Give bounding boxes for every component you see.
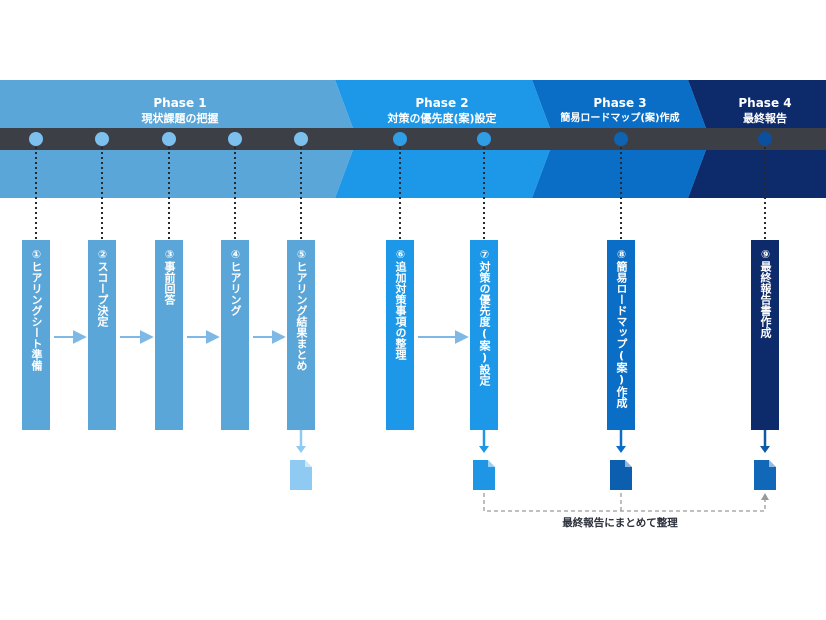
step-1-label: ①ヒアリングシート準備 [30, 248, 43, 371]
dashed-arrowhead [761, 493, 769, 500]
doc-3-arrow-head [616, 446, 626, 453]
step-9-label: ⑨最終報告書作成 [759, 248, 772, 338]
doc-1-fold [305, 460, 312, 467]
step-2-box [88, 240, 116, 430]
phase-4-title: Phase 4 最終報告 [710, 96, 820, 126]
timeline-bar [0, 128, 826, 150]
doc-2-icon [473, 460, 495, 490]
step-1-dot [29, 132, 43, 146]
step-9: ⑨最終報告書作成 [751, 240, 779, 430]
step-6-dot [393, 132, 407, 146]
step-6: ⑥追加対策事項の整理 [386, 240, 414, 430]
step-7-box [470, 240, 498, 430]
step-6-box [386, 240, 414, 430]
step-9-box [751, 240, 779, 430]
step-3: ③事前回答 [155, 240, 183, 430]
step-3-dot [162, 132, 176, 146]
doc-4-fold [769, 460, 776, 467]
doc-3-fold [625, 460, 632, 467]
step-4-label: ④ヒアリング [229, 248, 242, 316]
step-5: ⑤ヒアリング結果まとめ [287, 240, 315, 430]
step-8-label: ⑧簡易ロードマップ(案)作成 [615, 248, 628, 408]
step-1-box [22, 240, 50, 430]
step-4-box [221, 240, 249, 430]
deliverables-note: 最終報告にまとめて整理 [562, 517, 678, 529]
step-8-box [607, 240, 635, 430]
dashed-bracket [483, 493, 766, 512]
phase-3-label: Phase 3 [593, 96, 647, 110]
step-5-dot [294, 132, 308, 146]
phase-2-name: 対策の優先度(案)設定 [387, 112, 497, 125]
phase-3-title: Phase 3 簡易ロードマップ(案)作成 [545, 96, 695, 126]
step-5-box [287, 240, 315, 430]
step-2-label: ②スコープ決定 [96, 248, 109, 327]
step-4: ④ヒアリング [221, 240, 249, 430]
step-3-box [155, 240, 183, 430]
step-2-dot [95, 132, 109, 146]
phase-2-label: Phase 2 [415, 96, 469, 110]
step-7-label: ⑦対策の優先度(案)設定 [478, 248, 491, 386]
doc-2-arrow-head [479, 446, 489, 453]
doc-4-icon [754, 460, 776, 490]
step-6-label: ⑥追加対策事項の整理 [394, 248, 407, 360]
doc-1-arrow-head [296, 446, 306, 453]
step-7-dot [477, 132, 491, 146]
step-4-dot [228, 132, 242, 146]
phase-1-name: 現状課題の把握 [141, 112, 219, 125]
step-3-label: ③事前回答 [163, 248, 176, 305]
doc-4-arrow-head [760, 446, 770, 453]
step-7: ⑦対策の優先度(案)設定 [470, 240, 498, 430]
phase-4-label: Phase 4 [738, 96, 792, 110]
phase-1-label: Phase 1 [153, 96, 207, 110]
step-8: ⑧簡易ロードマップ(案)作成 [607, 240, 635, 430]
step-2: ②スコープ決定 [88, 240, 116, 430]
step-9-dot [758, 132, 772, 146]
doc-1-icon [290, 460, 312, 490]
step-8-dot [614, 132, 628, 146]
phase-3-name: 簡易ロードマップ(案)作成 [560, 113, 680, 124]
step-1: ①ヒアリングシート準備 [22, 240, 50, 430]
phase-1-title: Phase 1 現状課題の把握 [80, 96, 280, 126]
phase-2-title: Phase 2 対策の優先度(案)設定 [362, 96, 522, 126]
doc-3-icon [610, 460, 632, 490]
doc-2-fold [488, 460, 495, 467]
phase-4-name: 最終報告 [743, 112, 787, 125]
step-5-label: ⑤ヒアリング結果まとめ [295, 248, 308, 371]
